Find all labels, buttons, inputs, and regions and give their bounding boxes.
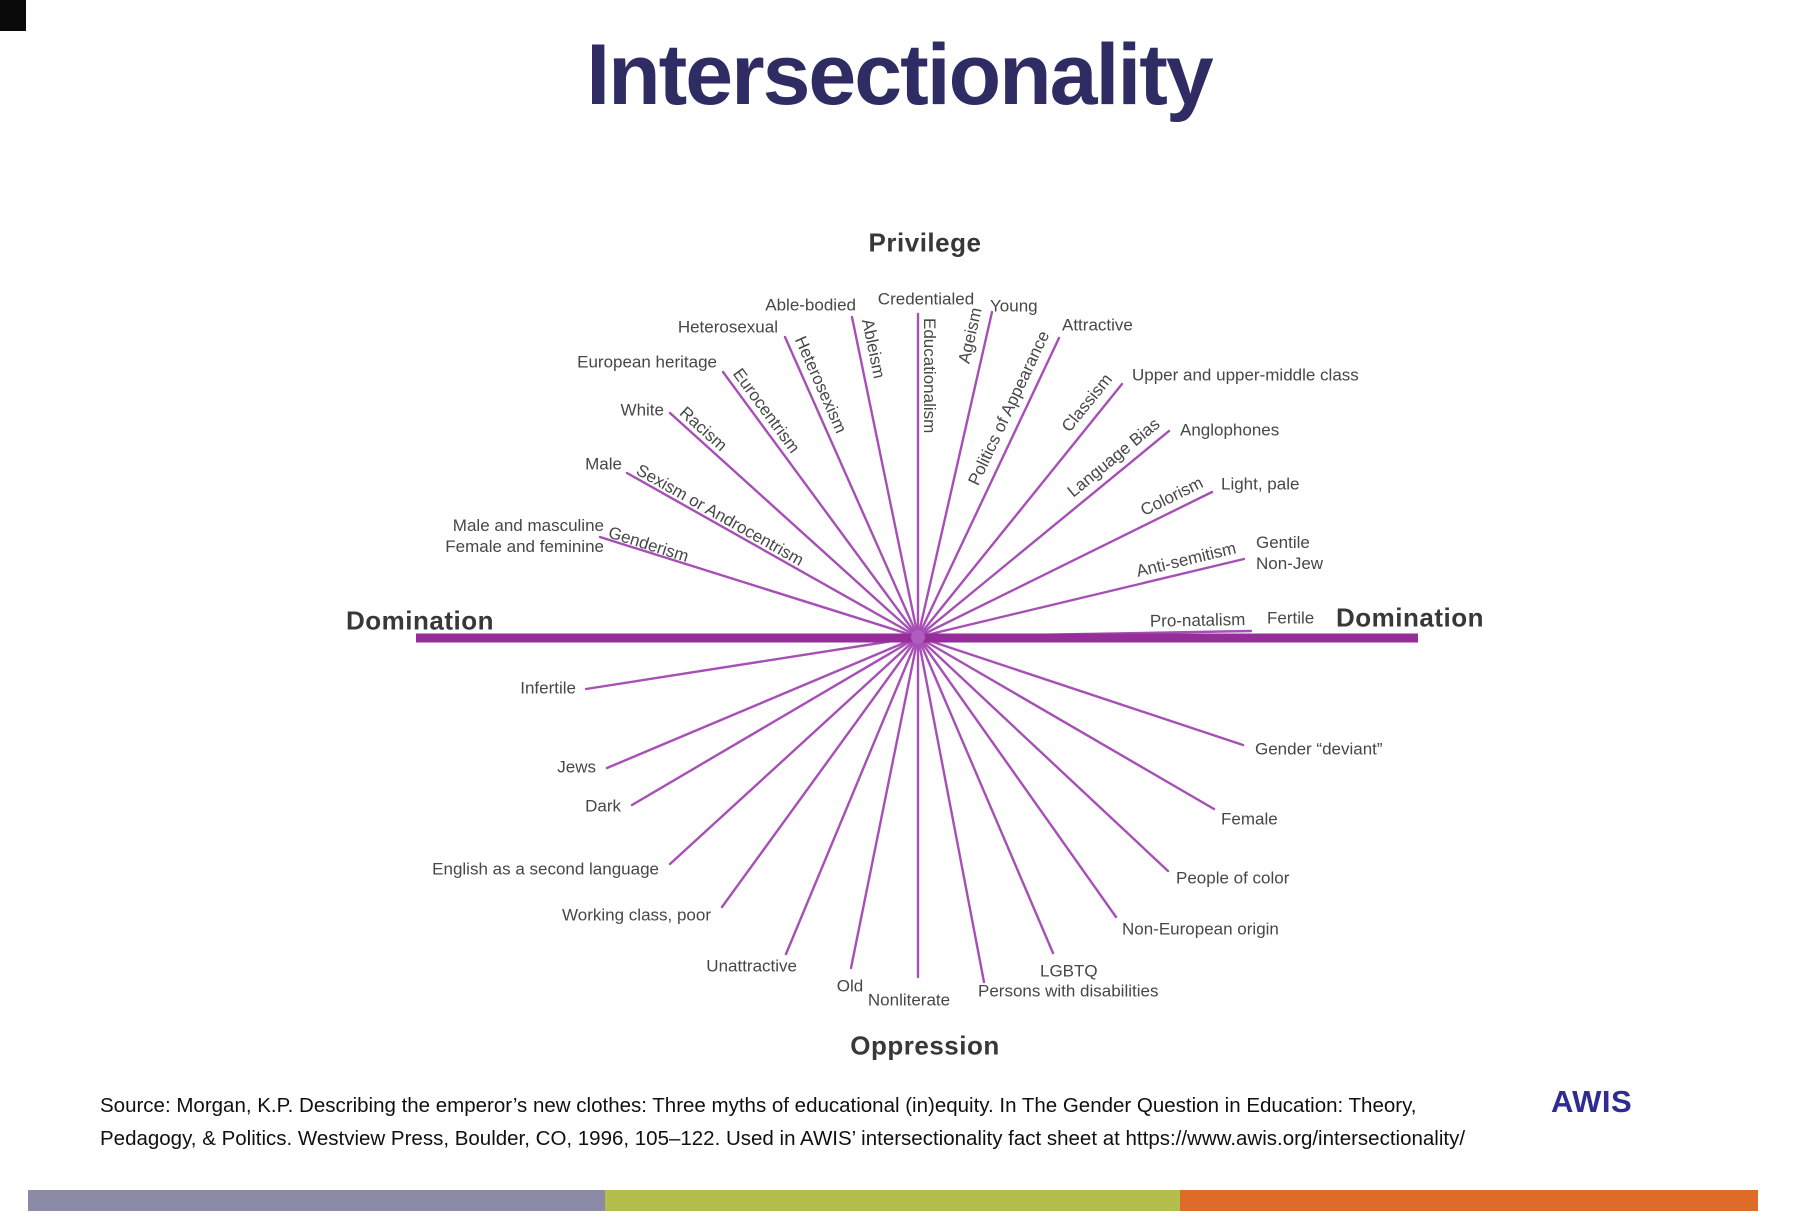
spoke-line bbox=[916, 382, 1124, 639]
spoke-line bbox=[916, 635, 1118, 919]
privilege-label-text: Able-bodied bbox=[765, 295, 856, 316]
spoke-line bbox=[783, 335, 920, 639]
privilege-label-text: Anglophones bbox=[1180, 420, 1279, 441]
spoke-line bbox=[916, 635, 1055, 955]
label-line: Fertile bbox=[1267, 608, 1315, 628]
oppression-label-text: Unattractive bbox=[706, 956, 797, 976]
spoke-line bbox=[605, 635, 920, 770]
spoke-line bbox=[668, 635, 920, 866]
label-line: Anglophones bbox=[1180, 420, 1280, 440]
privilege-label-text: Light, pale bbox=[1221, 474, 1299, 495]
domination-left-axis-label: Domination bbox=[346, 605, 494, 636]
spoke-line bbox=[916, 635, 1216, 811]
spoke-line bbox=[598, 535, 920, 639]
page-title: Intersectionality bbox=[586, 27, 1214, 123]
ism-label-text: Classism bbox=[1057, 370, 1116, 436]
label-line: White bbox=[620, 400, 664, 420]
privilege-label-text: Heterosexual bbox=[678, 317, 778, 338]
privilege-label-text: Young bbox=[990, 296, 1038, 317]
ism-label-text: Eurocentrism bbox=[729, 364, 804, 457]
spoke-line bbox=[720, 635, 920, 909]
ism-label-text: Ableism bbox=[858, 317, 889, 381]
label-line: Light, pale bbox=[1221, 474, 1300, 494]
spoke-line bbox=[916, 635, 1245, 747]
label-line: Credentialed bbox=[877, 289, 975, 309]
oppression-label-text: Dark bbox=[585, 796, 621, 816]
ism-label-text: Heterosexism bbox=[791, 333, 851, 437]
oppression-label-text: Persons with disabilities bbox=[978, 981, 1159, 1001]
oppression-label-text: Non-European origin bbox=[1122, 919, 1279, 939]
spoke-line bbox=[916, 336, 1061, 639]
spoke-line bbox=[668, 411, 920, 639]
privilege-label-text: Attractive bbox=[1062, 315, 1133, 336]
ism-label-text: Politics of Appearance bbox=[964, 327, 1053, 489]
ism-label-text: Pro-natalism bbox=[1149, 610, 1245, 631]
ism-label-text: Racism bbox=[676, 402, 731, 455]
oppression-label-text: Working class, poor bbox=[562, 905, 711, 925]
spoke-line bbox=[916, 310, 994, 639]
oppression-label-text: LGBTQ bbox=[1040, 961, 1098, 981]
ism-label-text: Colorism bbox=[1137, 472, 1206, 520]
source-citation: Source: Morgan, K.P. Describing the empe… bbox=[100, 1089, 1520, 1155]
label-line: Male and masculine bbox=[452, 516, 604, 535]
label-line: Non-Jew bbox=[1256, 554, 1324, 573]
spoke-line bbox=[784, 635, 920, 956]
spoke-line bbox=[916, 557, 1246, 639]
spoke-line bbox=[916, 635, 986, 984]
label-line: Heterosexual bbox=[677, 317, 778, 337]
domination-right-axis-label: Domination bbox=[1336, 602, 1484, 633]
ism-label-text: Anti-semitism bbox=[1134, 538, 1238, 581]
spoke-line bbox=[625, 471, 920, 639]
corner-mark bbox=[0, 0, 26, 31]
oppression-label-text: Infertile bbox=[520, 678, 576, 698]
label-line: European heritage bbox=[577, 352, 717, 372]
oppression-label-text: Female bbox=[1221, 809, 1278, 829]
label-line: Female and feminine bbox=[445, 537, 604, 556]
privilege-label-text: Upper and upper-middle class bbox=[1132, 365, 1359, 386]
source-line-1: Source: Morgan, K.P. Describing the empe… bbox=[100, 1094, 1417, 1117]
ism-label-text: Ageism bbox=[954, 305, 986, 366]
label-line: Attractive bbox=[1062, 315, 1133, 335]
spoke-line bbox=[630, 635, 920, 807]
wheel-hub bbox=[911, 630, 925, 644]
ism-label-text: Genderism bbox=[606, 522, 692, 567]
oppression-label-text: Gender “deviant” bbox=[1255, 739, 1383, 759]
source-line-2: Pedagogy, & Politics. Westview Press, Bo… bbox=[100, 1127, 1466, 1150]
privilege-label-text: European heritage bbox=[577, 352, 717, 373]
privilege-label-text: White bbox=[621, 400, 664, 421]
privilege-label-text: Fertile bbox=[1267, 608, 1314, 629]
label-line: Able-bodied bbox=[765, 295, 856, 315]
privilege-label-text: Male bbox=[585, 454, 622, 475]
spoke-line bbox=[850, 315, 920, 639]
spoke-line bbox=[721, 370, 920, 639]
oppression-label-text: Nonliterate bbox=[867, 990, 951, 1010]
spoke-line bbox=[916, 490, 1214, 639]
spoke-line bbox=[916, 429, 1171, 639]
oppression-label-text: Old bbox=[836, 976, 864, 996]
label-line: Young bbox=[990, 296, 1038, 316]
spoke-line bbox=[916, 635, 1170, 873]
oppression-label-text: Jews bbox=[557, 757, 596, 777]
spoke-line bbox=[584, 635, 920, 691]
oppression-label-text: People of color bbox=[1176, 868, 1290, 888]
label-line: Upper and upper-middle class bbox=[1132, 365, 1359, 385]
oppression-axis-label: Oppression bbox=[850, 1030, 1000, 1061]
ism-label-text: Educationalism bbox=[920, 318, 939, 434]
spoke-line bbox=[849, 635, 920, 970]
awis-logo: AWIS bbox=[1551, 1084, 1633, 1119]
label-line: Male bbox=[585, 454, 622, 474]
oppression-label-text: English as a second language bbox=[432, 859, 659, 879]
privilege-label-text: Credentialed bbox=[878, 289, 974, 310]
privilege-axis-label: Privilege bbox=[868, 227, 982, 258]
label-line: Gentile bbox=[1256, 533, 1310, 552]
